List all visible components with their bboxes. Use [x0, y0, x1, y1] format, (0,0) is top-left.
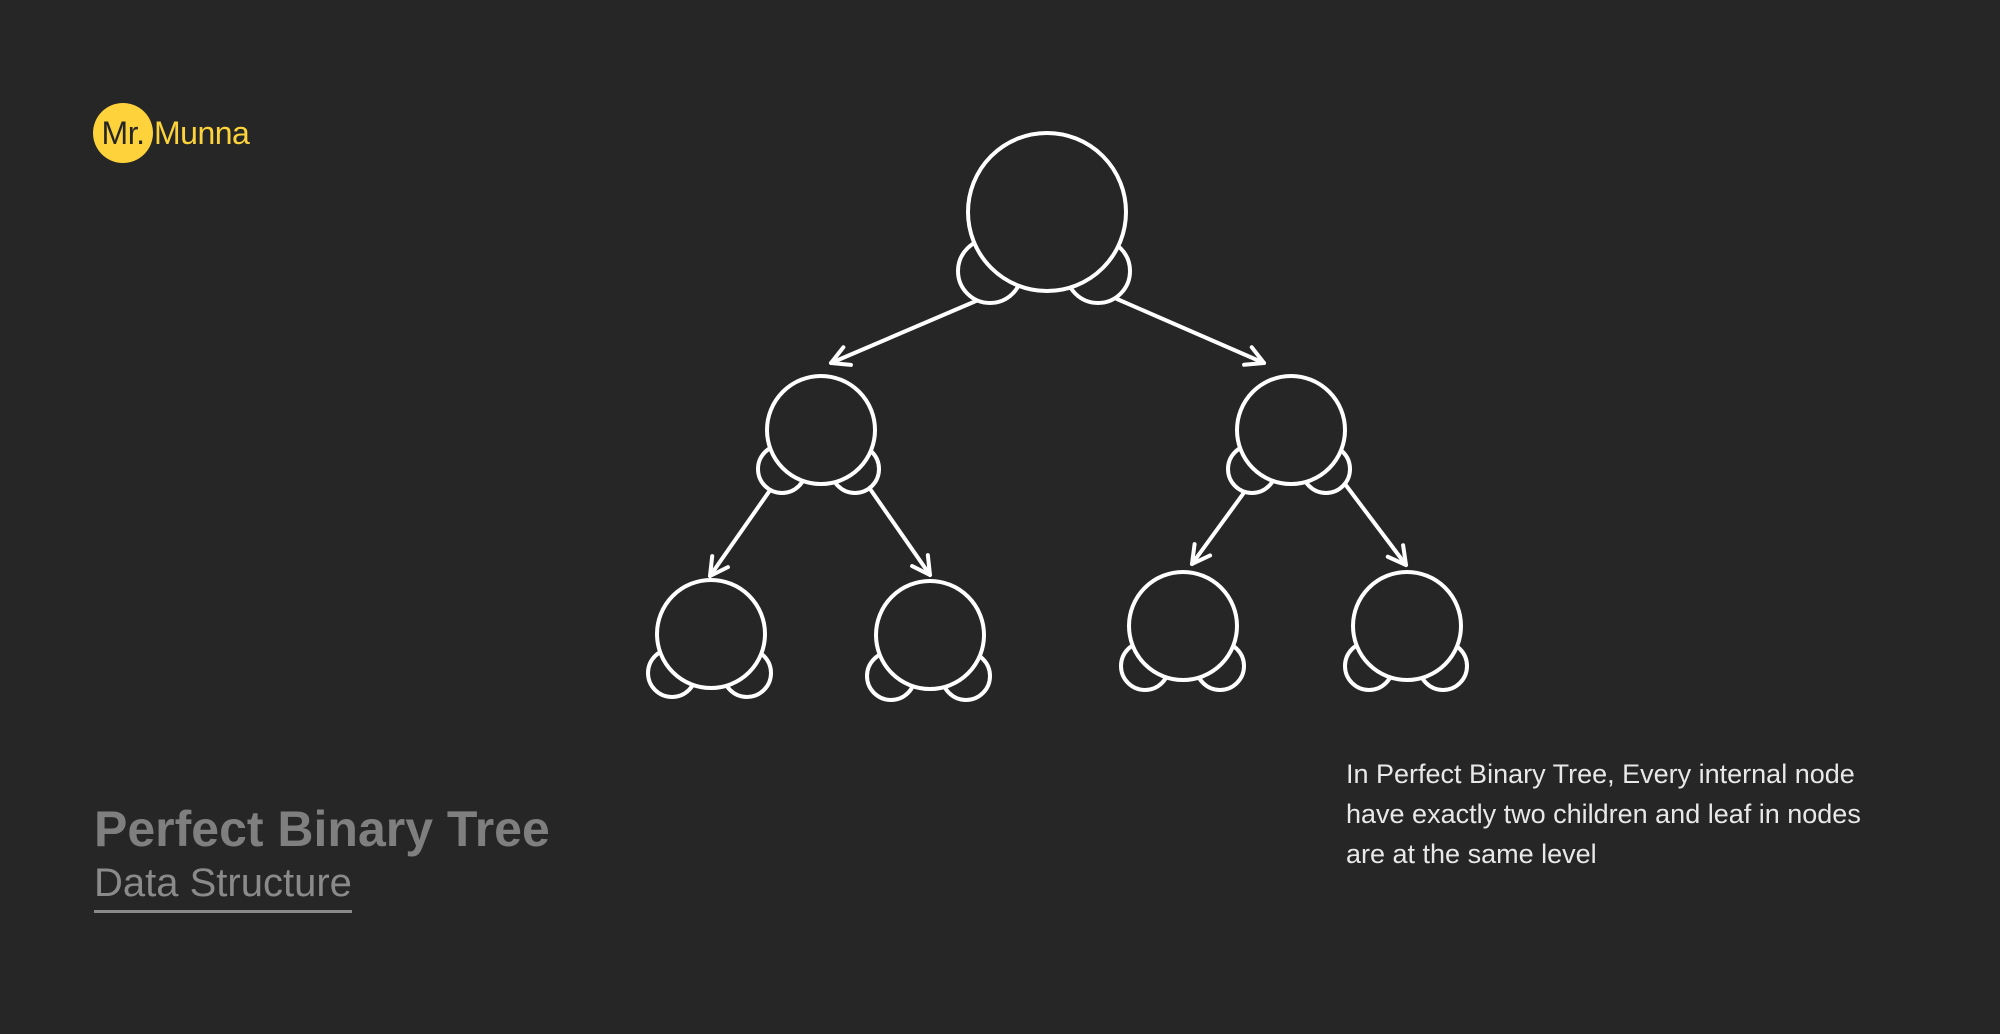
tree-edge-right-to-right-left — [1190, 481, 1253, 566]
node-main-circle — [1235, 374, 1347, 486]
tree-edge-root-to-right — [1115, 297, 1266, 367]
arrow-head-icon — [910, 553, 932, 577]
tree-edge-left-to-left-left — [708, 484, 775, 578]
arrow-head-icon — [1242, 345, 1266, 367]
tree-node-left-right — [865, 579, 992, 702]
description-text: In Perfect Binary Tree, Every internal n… — [1346, 759, 1861, 869]
tree-node-right — [1226, 374, 1352, 495]
node-main-circle — [1127, 570, 1239, 682]
tree-edge-root-to-left — [829, 299, 978, 367]
logo-circle — [93, 103, 153, 163]
edge-line — [1190, 481, 1253, 566]
brand-logo: Mr.Munna — [93, 103, 250, 163]
node-main-circle — [1351, 570, 1463, 682]
title-block: Perfect Binary Tree Data Structure — [94, 800, 550, 913]
logo-name-text: Munna — [154, 115, 250, 151]
edge-line — [866, 484, 932, 577]
tree-node-left — [756, 374, 881, 495]
edge-line — [829, 299, 978, 365]
node-main-circle — [655, 578, 767, 690]
node-main-circle — [765, 374, 877, 486]
edge-line — [1115, 297, 1266, 365]
node-main-circle — [874, 579, 986, 691]
tree-node-left-left — [646, 578, 773, 699]
arrow-head-icon — [1190, 542, 1213, 566]
tree-edge-right-to-right-right — [1343, 482, 1408, 567]
tree-node-right-right — [1343, 570, 1469, 692]
tree-node-right-left — [1119, 570, 1246, 692]
arrow-head-icon — [1385, 543, 1408, 567]
tree-node-root — [956, 131, 1132, 305]
tree-edge-left-to-left-right — [866, 484, 932, 577]
edge-line — [708, 484, 775, 578]
node-main-circle — [966, 131, 1128, 293]
logo-text: Mr.Munna — [93, 103, 250, 163]
arrow-head-icon — [708, 554, 730, 578]
page-subtitle: Data Structure — [94, 858, 352, 913]
page-title: Perfect Binary Tree — [94, 801, 550, 857]
logo-mr-text: Mr. — [101, 115, 145, 151]
arrow-head-icon — [829, 345, 853, 367]
edge-line — [1343, 482, 1408, 567]
